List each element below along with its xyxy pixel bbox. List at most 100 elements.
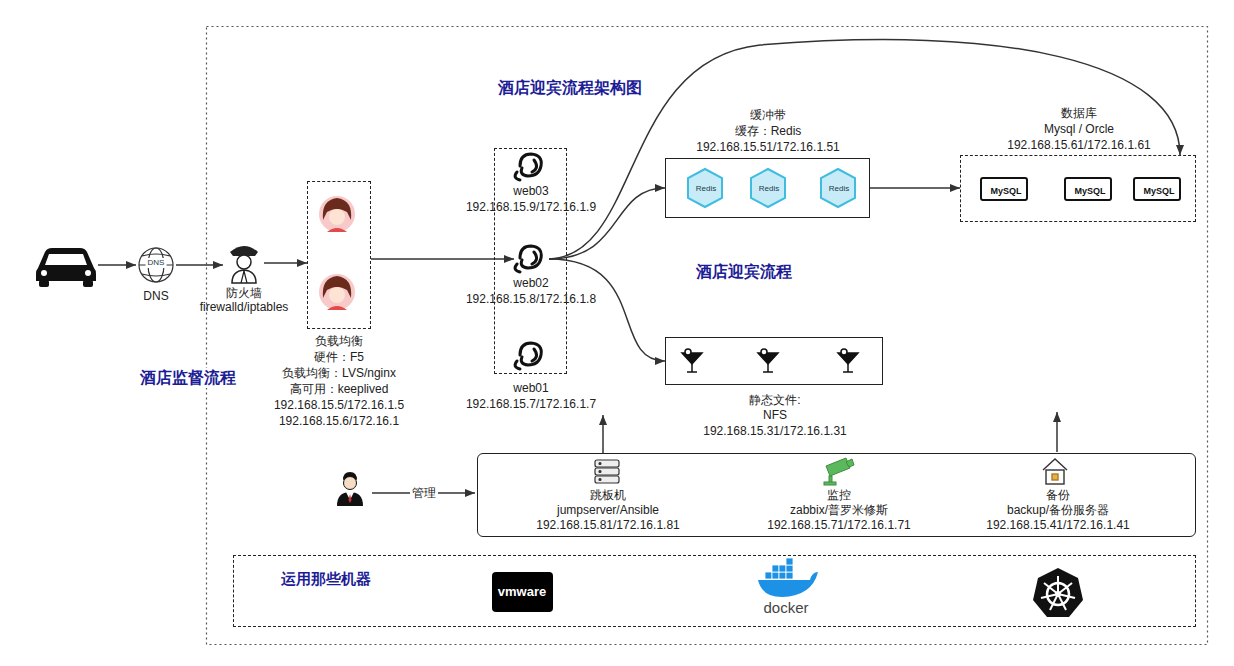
node-text: 监控 [827,488,851,502]
edge-label: 管理 [410,486,438,500]
docker-whale-icon [772,565,779,572]
web-server-logo [515,154,541,180]
car-icon [41,270,47,276]
node-text: MySQL [990,185,1021,197]
cocktail-icon [682,349,858,372]
web-server-logo [515,343,541,369]
load-balancer-group: 负载均衡硬件：F5负载均衡：LVS/nginx高可用：keeplived192.… [307,181,371,329]
web-group: web03192.168.15.9/172.16.1.9 web02192.168… [494,148,567,374]
backup-house-icon [1046,470,1064,484]
static-files-box: 静态文件:NFS192.168.15.31/172.16.1.31 [665,337,883,385]
node-text: 缓冲带 [750,108,786,122]
dns-node: DNSDNS [138,248,174,282]
node-text: MySQL [1143,185,1174,197]
section-label: 酒店迎宾流程 [694,262,794,282]
node-text: 192.168.15.61/172.16.1.61 [1007,138,1150,152]
cocktail-icon [847,364,849,372]
node-text: NFS [763,408,787,422]
node-text: 192.168.15.7/172.16.1.7 [466,397,596,411]
lb-avatar-icon [327,228,347,232]
docker-whale-icon [779,565,786,572]
management-box: 跳板机jumpserver/Ansible192.168.15.81/172.1… [477,453,1196,537]
docker-logo: docker [761,563,811,597]
cocktail-icon [687,371,697,373]
monitor-node: 监控zabbix/普罗米修斯192.168.15.71/172.16.1.71 [825,459,853,485]
admin-person-icon [344,477,357,490]
node-text: 192.168.15.41/172.16.1.41 [986,518,1129,532]
node-text: 192.168.15.5/172.16.1.5 [274,398,404,412]
node-text: web03 [513,184,548,198]
dns-globe-icon [139,248,173,282]
kubernetes-logo [1041,576,1075,610]
admin-person-icon [337,472,363,506]
docker-whale-icon [765,572,772,579]
jumpserver-icon [595,460,619,483]
redis-node: Redis [688,171,724,207]
node-text: MySQL [1074,185,1105,197]
section-label: 酒店监督流程 [138,368,238,388]
firewall-node: 防火墙 firewalld/iptables [226,243,262,283]
node-text: 防火墙 firewalld/iptables [188,286,300,314]
car-icon [83,280,93,287]
firewall-guard-icon [230,246,258,283]
jumpserver-icon [595,476,619,483]
dns-globe-icon [142,254,170,276]
car-icon [39,280,49,287]
lb-avatar-icon [319,196,355,232]
lb-avatar-icon [329,209,345,225]
node-text: jumpserver/Ansible [557,503,659,517]
node-text: docker [763,599,808,617]
web-server-node: web03192.168.15.9/172.16.1.9 [516,153,546,181]
node-text: web01 [513,381,548,395]
node-text: Redis [759,184,779,194]
car-icon [45,254,87,265]
cocktail-icon [838,353,858,364]
monitor-camera-icon [826,458,850,476]
backup-house-icon [1052,474,1058,480]
car-icon [36,248,96,287]
connector-arrow [602,415,604,453]
web-server-node: web02192.168.15.8/172.16.1.8 [516,245,546,273]
cache-box: 缓冲带缓存：Redis192.168.15.51/172.16.1.51Redi… [665,158,870,218]
node-text: vmware [498,584,546,600]
car-arrow [98,264,136,266]
monitor-camera-icon [846,459,854,467]
node-text: Redis [829,184,849,194]
node-text: 负载均衡：LVS/nginx [282,366,396,380]
cocktail-icon [843,371,853,373]
node-text: 硬件：F5 [314,350,364,364]
node-text: Redis [696,184,716,194]
kubernetes-logo [1055,591,1061,597]
lb-avatar-icon [327,306,347,310]
car-icon [85,270,91,276]
web-server-node: web01192.168.15.7/172.16.1.7 [516,342,546,370]
connector-arrow [371,258,514,260]
node-text: 缓存：Redis [735,124,802,138]
connector-arrow [870,187,960,189]
jumpserver-icon [599,479,601,481]
redis-cube-icon [688,169,855,207]
connector-arrow [549,40,1180,259]
firewall-guard-icon [232,270,256,283]
cocktail-icon [761,349,767,355]
cocktail-icon [767,364,769,372]
vmware-logo: vmware [492,572,553,612]
node-text: 192.168.15.71/172.16.1.71 [767,518,910,532]
node-text: backup/备份服务器 [1007,503,1109,517]
jumpserver-icon [595,460,619,467]
node-text: 192.168.15.6/172.16.1 [279,414,399,428]
lb-avatar-icon [329,287,345,303]
docker-whale-icon [772,572,779,579]
redis-node: Redis [751,171,787,207]
node-text: 静态文件: [749,393,800,407]
node-text: 192.168.15.31/172.16.1.31 [703,424,846,438]
monitor-camera-icon [824,482,836,485]
kubernetes-logo [1033,568,1083,617]
firewall-guard-icon [241,271,247,283]
jumpserver-icon [595,468,619,475]
redis-cube-icon [688,169,722,207]
docker-whale-icon [786,565,793,572]
node-text: 192.168.15.51/172.16.1.51 [696,140,839,154]
